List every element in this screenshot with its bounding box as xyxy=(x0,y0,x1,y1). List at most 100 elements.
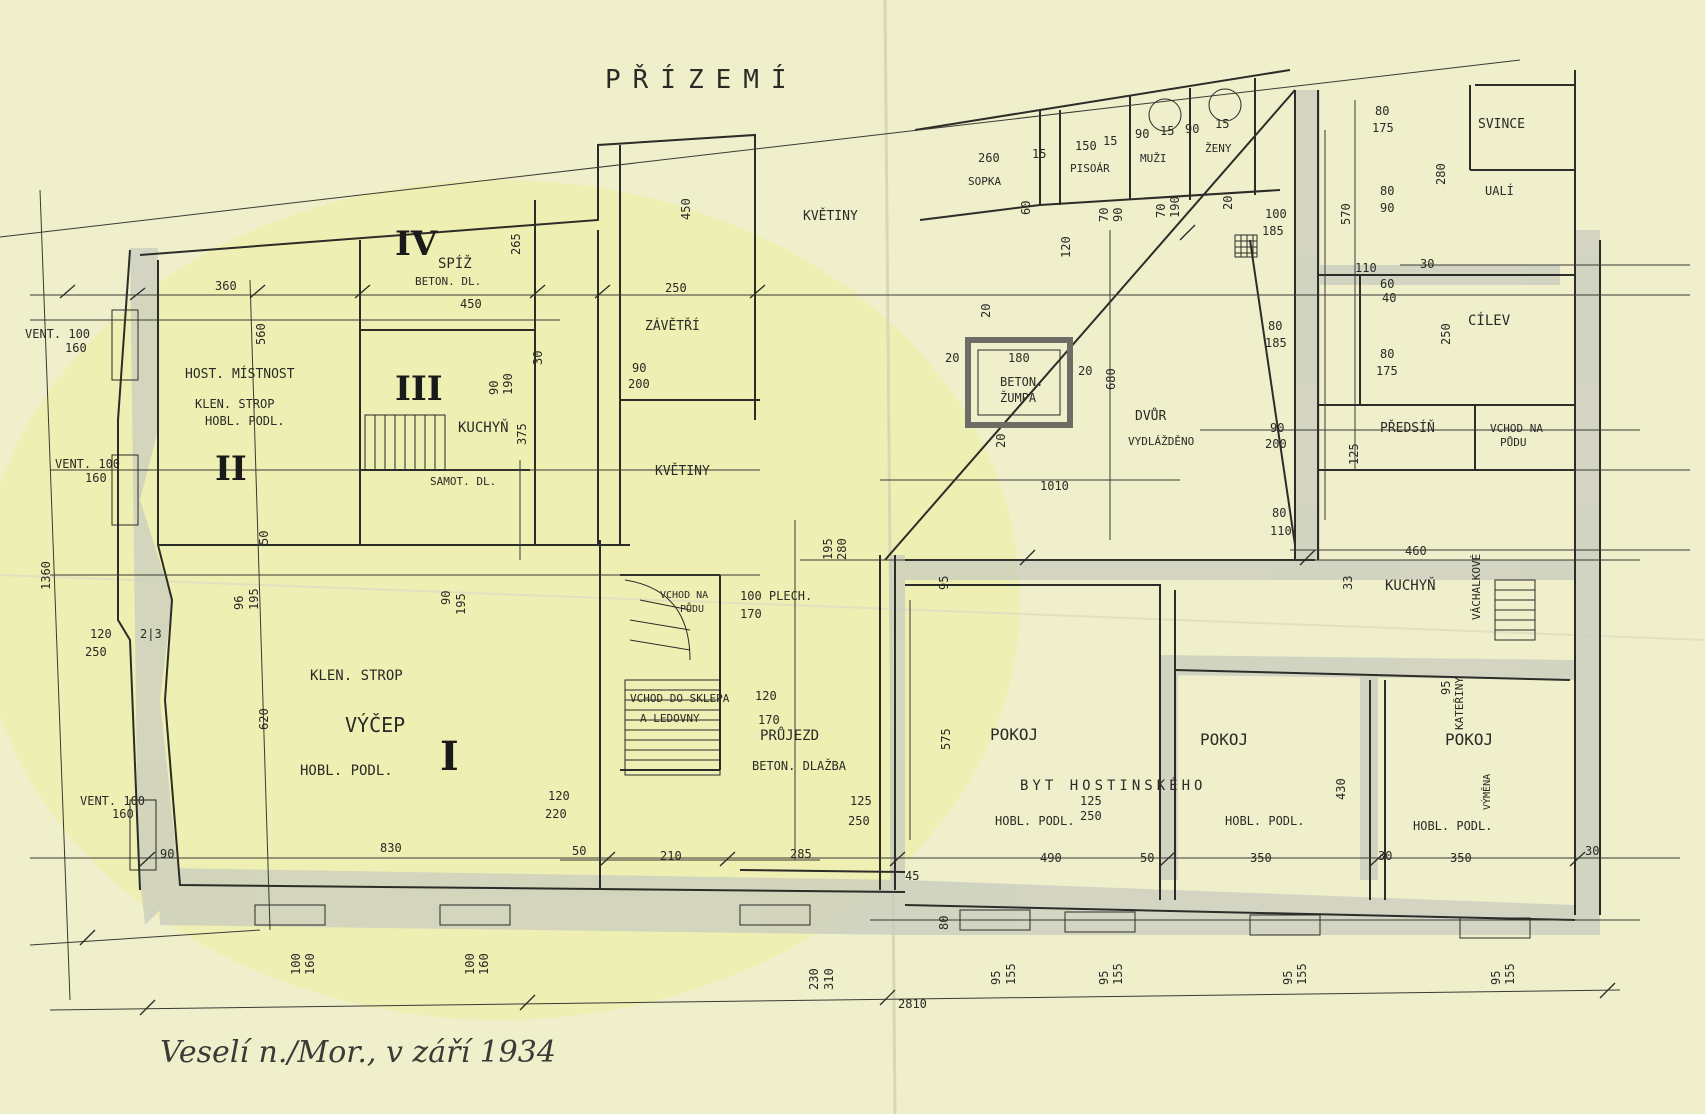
room-vycep-strop: KLEN. STROP xyxy=(310,668,403,684)
drain-grate-icon xyxy=(1234,234,1258,258)
dim: 15 xyxy=(1103,134,1117,148)
dim: 310 xyxy=(822,968,836,990)
toilet-zeny-icon xyxy=(1208,88,1242,122)
label-uali: UALÍ xyxy=(1485,183,1514,198)
roman-numeral-II: II xyxy=(215,449,247,489)
label-vchod-na-pudu-2b: PŮDU xyxy=(1500,436,1527,449)
room-label-prujezd: PRŮJEZD xyxy=(760,726,819,744)
dim: 60 xyxy=(1019,201,1033,215)
dim: 60 xyxy=(1380,277,1394,291)
room-pokoj-2-floor: HOBL. PODL. xyxy=(1225,814,1304,828)
dim: 80 xyxy=(1380,347,1394,361)
dim: 70 xyxy=(1154,204,1168,218)
label-dvur-vydlazdeno: VYDLÁŽDĚNO xyxy=(1128,435,1194,448)
dim: 2|3 xyxy=(140,627,162,641)
dim: 185 xyxy=(1265,336,1287,350)
dim: 350 xyxy=(1250,851,1272,865)
dim: 15 xyxy=(1215,117,1229,131)
zumpa-box xyxy=(965,337,1073,428)
dim: 430 xyxy=(1334,778,1348,800)
roman-numeral-IV: IV xyxy=(395,224,438,264)
dim: 155 xyxy=(1295,963,1309,985)
dim: 680 xyxy=(1104,368,1118,390)
dim: 110 xyxy=(1270,524,1292,538)
dim: 160 xyxy=(65,341,87,355)
dim: 20 xyxy=(979,304,993,318)
dim: 175 xyxy=(1372,121,1394,135)
dim: 200 xyxy=(628,377,650,391)
dim: 80 xyxy=(937,916,951,930)
dim: 120 xyxy=(548,789,570,803)
dim: 90 xyxy=(1380,201,1394,215)
paper-stain xyxy=(0,180,1020,1020)
dim: 360 xyxy=(215,279,237,293)
dim: 1010 xyxy=(1040,479,1069,493)
room-label-pokoj-3: POKOJ xyxy=(1445,730,1493,749)
room-pokoj-1-floor: HOBL. PODL. xyxy=(995,814,1074,828)
dim: 45 xyxy=(905,869,919,883)
room-label-zavetri: ZÁVĚTŘÍ xyxy=(645,318,700,334)
dim: 95 xyxy=(937,576,951,590)
label-kvetiny-2: KVĚTINY xyxy=(655,463,710,479)
dim: 185 xyxy=(1262,224,1284,238)
label-pisoar: PISOÁR xyxy=(1070,162,1110,175)
dim: 160 xyxy=(112,807,134,821)
dim: 175 xyxy=(1376,364,1398,378)
dim: 250 xyxy=(665,281,687,295)
dim: 120 xyxy=(755,689,777,703)
dim: 20 xyxy=(1078,364,1092,378)
room-samot: SAMOT. DL. xyxy=(430,475,496,488)
room-vycep-floor: HOBL. PODL. xyxy=(300,763,393,779)
dim: 280 xyxy=(835,538,849,560)
label-vchod-na-pudu-1: VCHOD NA xyxy=(660,590,708,601)
dim: 40 xyxy=(1382,291,1396,305)
dim: 100 xyxy=(1265,207,1287,221)
dim: 15 xyxy=(1160,124,1174,138)
dim: 95 xyxy=(1439,681,1453,695)
dimension-lines xyxy=(0,59,1690,1011)
label-zumpa-a: BETON. xyxy=(1000,375,1043,389)
dim: 160 xyxy=(303,953,317,975)
label-muzi: MUŽI xyxy=(1140,152,1167,165)
dim: 375 xyxy=(515,423,529,445)
dim: 285 xyxy=(790,847,812,861)
dim: 170 xyxy=(758,713,780,727)
roman-numeral-I: I xyxy=(440,733,459,780)
label-zumpa-b: ŽUMPA xyxy=(1000,390,1037,405)
paper-fold-horizontal xyxy=(0,574,1705,641)
label-vymena: VÝMĚNA xyxy=(1480,774,1493,810)
label-svince: SVINCE xyxy=(1478,117,1525,132)
dim: 110 xyxy=(1355,261,1377,275)
room-label-cilev: CÍLEV xyxy=(1468,312,1511,329)
dim: 95 xyxy=(989,971,1003,985)
dim: 250 xyxy=(85,645,107,659)
dim: 80 xyxy=(1268,319,1282,333)
dim: 190 xyxy=(501,373,515,395)
dim: 33 xyxy=(1341,576,1355,590)
dim: 450 xyxy=(679,198,693,220)
room-label-spiz: SPÍŽ xyxy=(438,254,472,272)
room-host-strop: KLEN. STROP xyxy=(195,397,274,411)
room-label-kuchyn-2: KUCHYŇ xyxy=(1385,576,1436,594)
dim: 80 xyxy=(1380,184,1394,198)
label-kvetiny-1: KVĚTINY xyxy=(803,208,858,224)
dim: 120 xyxy=(1059,236,1073,258)
dim: 575 xyxy=(939,728,953,750)
dim: 155 xyxy=(1004,963,1018,985)
dim: 265 xyxy=(509,233,523,255)
dim: 830 xyxy=(380,841,402,855)
dim: VENT. 100 xyxy=(55,457,120,471)
room-label-predsin: PŘEDSÍŇ xyxy=(1380,420,1435,436)
dim: 100 xyxy=(289,953,303,975)
dim: 125 xyxy=(1080,794,1102,808)
dim: 90 xyxy=(1135,127,1149,141)
dim: 160 xyxy=(477,953,491,975)
dim: 50 xyxy=(572,844,586,858)
dim: 20 xyxy=(1221,196,1235,210)
dim: 490 xyxy=(1040,851,1062,865)
room-host-floor: HOBL. PODL. xyxy=(205,414,284,428)
room-spiz-floor: BETON. DL. xyxy=(415,275,481,288)
dim: 280 xyxy=(1434,163,1448,185)
dim: 210 xyxy=(660,849,682,863)
dim: 90 xyxy=(1270,421,1284,435)
